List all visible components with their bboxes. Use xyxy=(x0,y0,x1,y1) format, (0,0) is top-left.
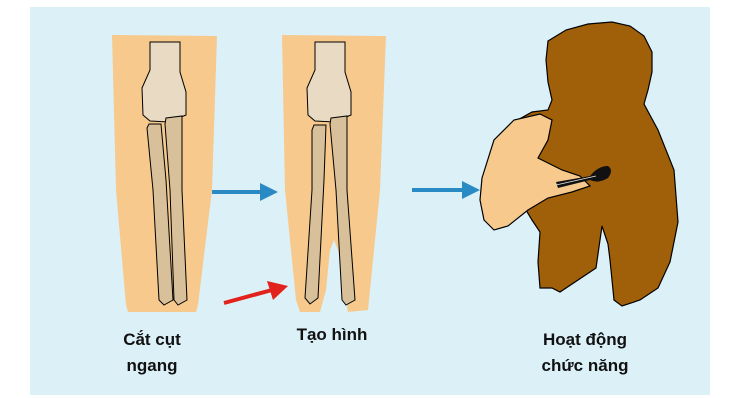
arrow-right-icon xyxy=(412,181,480,199)
person-using-spoon xyxy=(480,22,678,306)
step-label-function: Hoạt động chức năng xyxy=(520,327,650,379)
red-arrow-icon xyxy=(224,281,288,303)
arrow-right-icon xyxy=(212,183,278,201)
krukenberg-forearm xyxy=(282,35,386,312)
step-label-amputation: Cắt cụt ngang xyxy=(92,327,212,379)
amputated-forearm xyxy=(112,35,217,312)
step-label-shaping: Tạo hình xyxy=(272,322,392,348)
